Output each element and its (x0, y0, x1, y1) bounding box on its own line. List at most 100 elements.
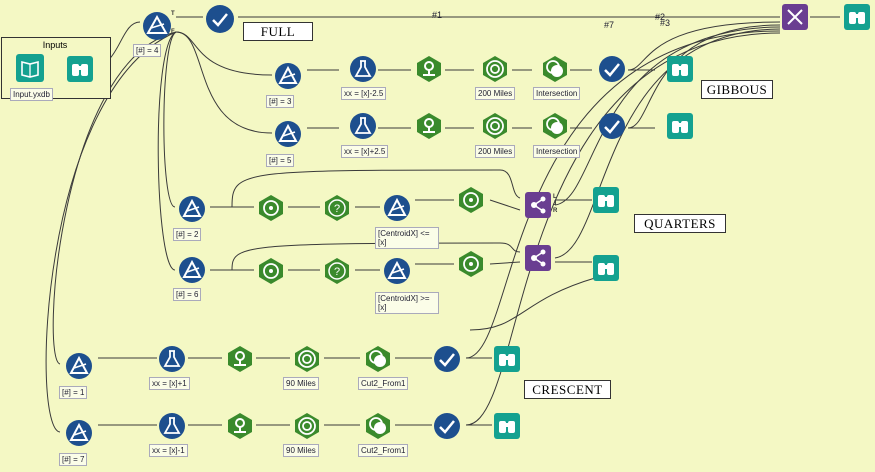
filter-label-6: [#] = 6 (173, 288, 202, 301)
spatial-info-tool-d[interactable] (226, 412, 254, 440)
triangle-filter-icon (275, 63, 301, 89)
binoculars-browse-icon (593, 187, 619, 213)
select-tool-a[interactable] (598, 55, 626, 83)
filter-tool-centroid-le[interactable] (383, 194, 411, 222)
binoculars-browse-icon (494, 346, 520, 372)
checkmark-select-icon (434, 413, 460, 439)
svg-text:?: ? (334, 266, 340, 278)
spatial-process-tool-c[interactable] (257, 194, 285, 222)
dna-union-icon (782, 4, 808, 30)
question-tool-c[interactable]: ? (323, 194, 351, 222)
filter-tool-5[interactable] (274, 120, 302, 148)
pin-spatial-info-icon (417, 113, 441, 139)
checkmark-select-icon (434, 346, 460, 372)
true-anchor[interactable]: T (171, 11, 175, 17)
join-icon (525, 192, 551, 218)
select-tool-full[interactable] (205, 4, 234, 33)
rings-trade-area-icon (483, 113, 507, 139)
wire-label-1: #1 (432, 10, 443, 20)
rings-trade-area-icon (295, 346, 319, 372)
union-tool[interactable] (781, 3, 809, 31)
circle-process-icon (459, 187, 483, 213)
filter-label-5: [#] = 5 (266, 154, 295, 167)
trade-area-tool-c[interactable] (293, 345, 321, 373)
formula-tool-p25[interactable] (349, 112, 377, 140)
browse-tool-d[interactable] (592, 254, 620, 282)
input-label: Input.yxdb (10, 88, 53, 101)
question-tool-e[interactable]: ? (323, 257, 351, 285)
cut-label-a: Cut2_From1 (358, 377, 409, 390)
left-anchor[interactable]: L (553, 194, 557, 200)
spatial-match-tool-b[interactable] (541, 112, 569, 140)
spatial-info-tool-b[interactable] (415, 112, 443, 140)
filter-tool-6[interactable] (178, 256, 206, 284)
join-anchor[interactable]: J (553, 201, 557, 207)
join-tool-a[interactable] (524, 191, 552, 219)
right-anchor[interactable]: R (553, 208, 558, 214)
browse-tool-e[interactable] (493, 345, 521, 373)
spatial-info-tool-c[interactable] (226, 345, 254, 373)
filter-tool-1[interactable] (65, 352, 93, 380)
double-circle-match-icon (366, 346, 390, 372)
browse-tool-c[interactable] (592, 186, 620, 214)
binoculars-browse-icon (844, 4, 870, 30)
filter-tool-2[interactable] (178, 195, 206, 223)
browse-tool-union[interactable] (843, 3, 871, 31)
filter-label-3: [#] = 3 (266, 95, 295, 108)
spatial-match-tool-d[interactable] (364, 412, 392, 440)
section-title-full: FULL (243, 22, 313, 41)
trade-area-label-a: 200 Miles (475, 87, 516, 100)
trade-area-tool-d[interactable] (293, 412, 321, 440)
trade-area-tool-b[interactable] (481, 112, 509, 140)
triangle-filter-icon (275, 121, 301, 147)
spatial-process-tool-d[interactable] (457, 186, 485, 214)
filter-tool-centroid-ge[interactable] (383, 257, 411, 285)
question-match-icon: ? (325, 258, 349, 284)
select-tool-d[interactable] (433, 412, 461, 440)
spatial-info-tool-a[interactable] (415, 55, 443, 83)
spatial-process-tool-e[interactable] (257, 257, 285, 285)
trade-area-label-b: 200 Miles (475, 145, 516, 158)
filter-label-centroid-ge: [CentroidX] >= [x] (375, 292, 439, 314)
filter-tool-3[interactable] (274, 62, 302, 90)
double-circle-match-icon (543, 56, 567, 82)
browse-tool-a[interactable] (666, 55, 694, 83)
pin-spatial-info-icon (228, 346, 252, 372)
checkmark-select-icon (599, 56, 625, 82)
filter-tool-7[interactable] (65, 419, 93, 447)
spatial-match-tool-c[interactable] (364, 345, 392, 373)
svg-text:?: ? (334, 203, 340, 215)
browse-tool-f[interactable] (493, 412, 521, 440)
filter-label-2: [#] = 2 (173, 228, 202, 241)
spatial-match-tool-a[interactable] (541, 55, 569, 83)
formula-label-p1: xx = [x]+1 (149, 377, 190, 390)
flask-formula-icon (159, 346, 185, 372)
triangle-filter-icon (179, 257, 205, 283)
pin-spatial-info-icon (417, 56, 441, 82)
formula-tool-m1[interactable] (158, 412, 186, 440)
formula-tool-m25[interactable] (349, 55, 377, 83)
input-tool[interactable] (15, 53, 44, 82)
checkmark-select-icon (206, 5, 234, 33)
browse-tool-input[interactable] (66, 55, 94, 83)
filter-tool-4[interactable] (142, 11, 171, 40)
pin-spatial-info-icon (228, 413, 252, 439)
formula-tool-p1[interactable] (158, 345, 186, 373)
section-title-crescent: CRESCENT (524, 380, 611, 399)
browse-tool-b[interactable] (666, 112, 694, 140)
false-anchor[interactable]: F (171, 29, 175, 35)
select-tool-c[interactable] (433, 345, 461, 373)
circle-process-icon (259, 195, 283, 221)
trade-area-tool-a[interactable] (481, 55, 509, 83)
triangle-filter-icon (179, 196, 205, 222)
join-tool-b[interactable] (524, 244, 552, 272)
trade-area-label-c: 90 Miles (283, 377, 319, 390)
triangle-filter-icon (143, 12, 171, 40)
triangle-filter-icon (384, 195, 410, 221)
select-tool-b[interactable] (598, 112, 626, 140)
spatial-process-label-b: Intersection (533, 145, 581, 158)
double-circle-match-icon (543, 113, 567, 139)
spatial-process-tool-f[interactable] (457, 250, 485, 278)
binoculars-browse-icon (593, 255, 619, 281)
